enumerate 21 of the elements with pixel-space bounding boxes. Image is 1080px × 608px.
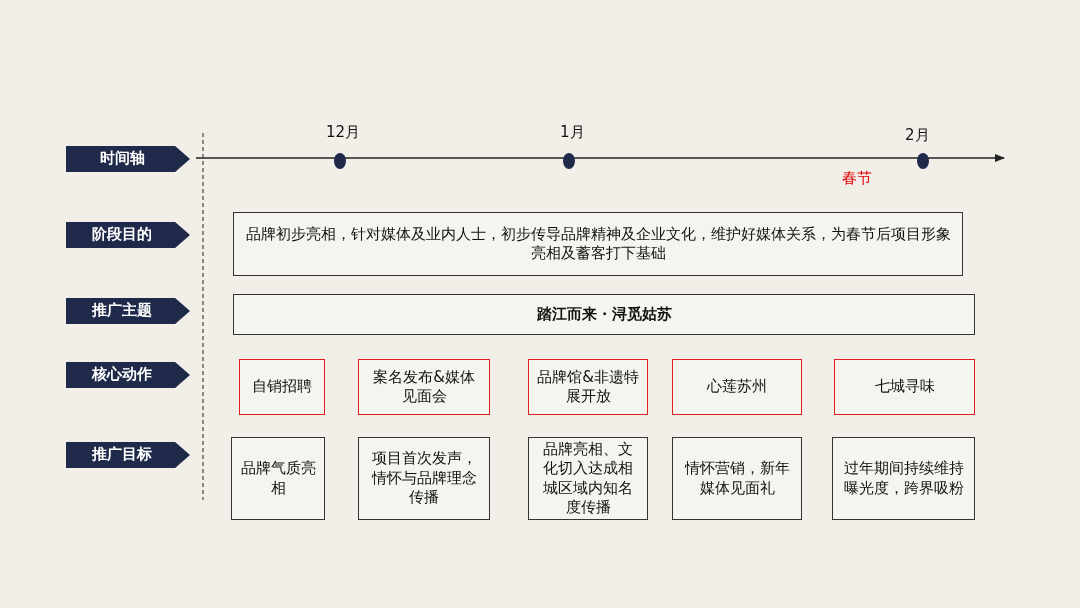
month-label: 2月 [905,126,930,145]
row-header-tag: 推广主题 [66,298,190,324]
action-box: 案名发布&媒体见面会 [358,359,490,415]
goal-box: 品牌亮相、文化切入达成相城区域内知名度传播 [528,437,648,520]
row-header-tag: 推广目标 [66,442,190,468]
action-box: 七城寻味 [834,359,975,415]
month-label: 1月 [560,123,585,142]
action-box: 自销招聘 [239,359,325,415]
goal-box: 过年期间持续维持曝光度，跨界吸粉 [832,437,975,520]
action-box: 品牌馆&非遗特展开放 [528,359,648,415]
goal-box: 品牌气质亮相 [231,437,325,520]
purpose-box: 品牌初步亮相，针对媒体及业内人士，初步传导品牌精神及企业文化，维护好媒体关系，为春节后项目形象亮相及蓄客打下基础 [233,212,963,276]
row-header-tag: 核心动作 [66,362,190,388]
month-label: 12月 [326,123,361,142]
goal-box: 项目首次发声，情怀与品牌理念传播 [358,437,490,520]
goal-box: 情怀营销，新年媒体见面礼 [672,437,802,520]
row-header-tag: 时间轴 [66,146,190,172]
action-box: 心莲苏州 [672,359,802,415]
theme-box: 踏江而来・浔觅姑苏 [233,294,975,335]
row-header-tag: 阶段目的 [66,222,190,248]
holiday-label: 春节 [842,169,872,188]
